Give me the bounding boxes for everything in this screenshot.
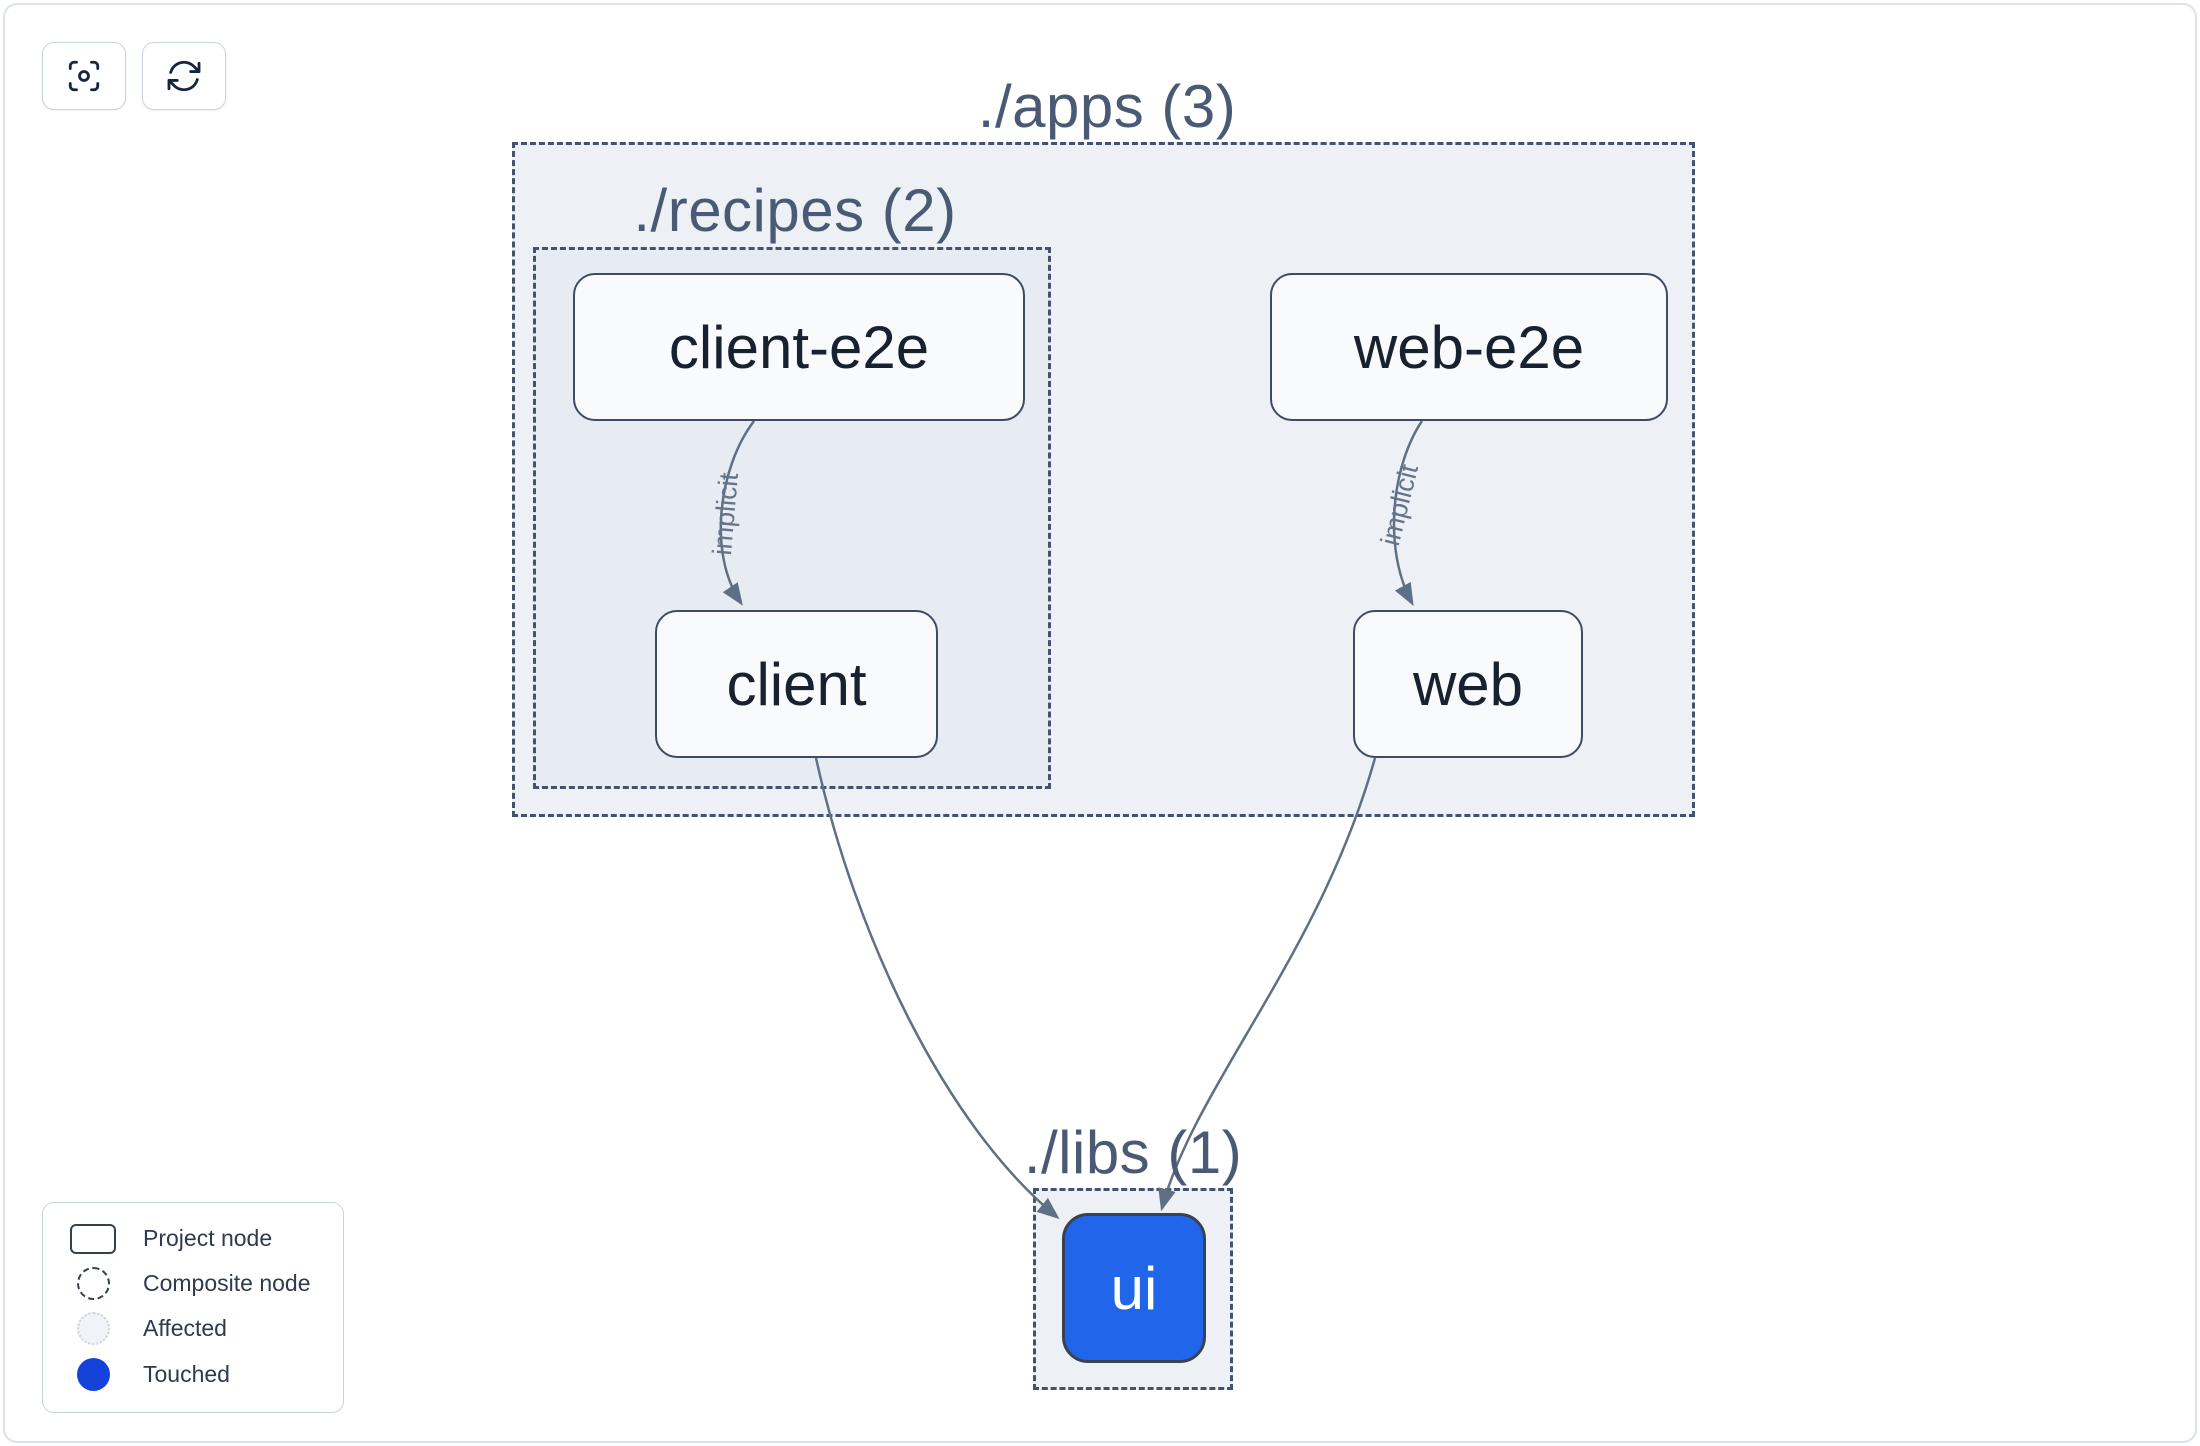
dependency-edges <box>719 420 1424 1220</box>
composite-node-swatch-icon <box>43 1266 143 1300</box>
legend-item-composite-node: Composite node <box>43 1266 343 1300</box>
edge-client-ui[interactable] <box>814 757 1060 1220</box>
project-node-swatch-icon <box>43 1223 143 1254</box>
graph-legend: Project node Composite node Affected Tou… <box>42 1202 344 1413</box>
project-node-client-e2e[interactable]: client-e2e <box>573 273 1025 421</box>
project-node-client[interactable]: client <box>655 610 938 758</box>
legend-label: Project node <box>143 1225 273 1252</box>
refresh-icon <box>164 56 204 96</box>
edge-web-e2e-web[interactable] <box>1392 420 1424 606</box>
legend-label: Touched <box>143 1361 230 1388</box>
center-graph-button[interactable] <box>42 42 126 110</box>
touched-swatch-icon <box>43 1358 143 1392</box>
edge-web-ui[interactable] <box>1158 757 1377 1212</box>
legend-item-affected: Affected <box>43 1312 343 1346</box>
composite-label-libs[interactable]: ./libs (1) <box>1023 1119 1243 1186</box>
viewfinder-icon <box>64 56 104 96</box>
graph-toolbar <box>42 42 226 110</box>
legend-label: Composite node <box>143 1269 311 1296</box>
affected-swatch-icon <box>43 1312 143 1346</box>
refresh-graph-button[interactable] <box>142 42 226 110</box>
composite-label-recipes[interactable]: ./recipes (2) <box>633 177 957 244</box>
project-node-web[interactable]: web <box>1353 610 1583 758</box>
composite-label-apps[interactable]: ./apps (3) <box>977 73 1237 140</box>
edge-client-e2e-client[interactable] <box>719 420 755 606</box>
legend-item-touched: Touched <box>43 1358 343 1392</box>
legend-item-project-node: Project node <box>43 1223 343 1254</box>
project-node-web-e2e[interactable]: web-e2e <box>1270 273 1668 421</box>
project-node-ui-touched[interactable]: ui <box>1062 1213 1206 1363</box>
graph-card: ./apps (3) ./recipes (2) ./libs (1) impl… <box>3 3 2197 1443</box>
legend-label: Affected <box>143 1315 227 1342</box>
